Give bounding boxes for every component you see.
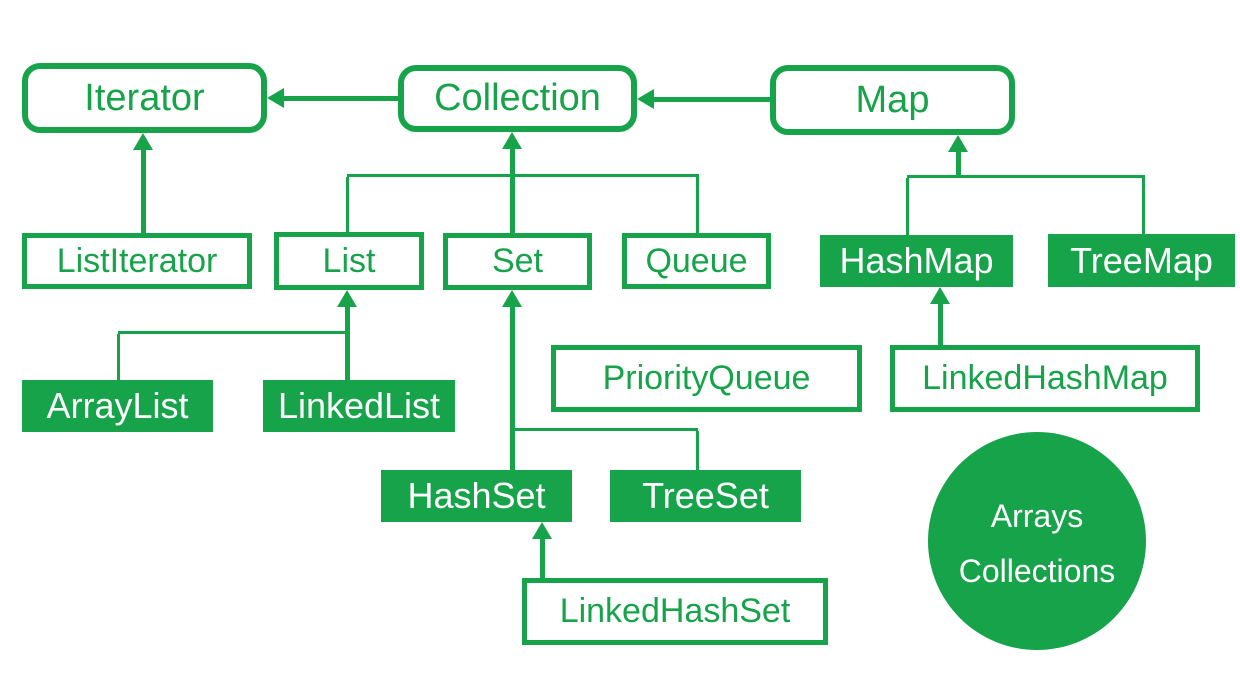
- arrowhead-map-to-collection: [637, 89, 654, 109]
- arrowhead-listiterator-to-iterator: [133, 133, 153, 150]
- node-linked-hash-set: LinkedHashSet: [522, 578, 828, 645]
- node-map: Map: [770, 65, 1015, 135]
- node-iterator: Iterator: [22, 63, 267, 133]
- node-hash-map-label: HashMap: [839, 240, 994, 281]
- node-tree-set-label: TreeSet: [642, 475, 769, 516]
- arrowhead-collection-to-iterator: [267, 88, 284, 108]
- edge-set-children-rail: [512, 428, 698, 431]
- edge-collection-to-iterator: [283, 96, 398, 101]
- edge-rail-to-hashmap: [906, 178, 909, 235]
- edge-rail-to-treemap: [1142, 178, 1145, 234]
- node-array-list: ArrayList: [22, 380, 213, 432]
- edge-linkedlist-to-list-trunk: [345, 306, 350, 380]
- node-iterator-label: Iterator: [84, 76, 205, 119]
- node-hash-set-label: HashSet: [407, 475, 546, 516]
- edge-hashset-to-set-trunk: [510, 306, 515, 470]
- node-array-list-label: ArrayList: [46, 385, 189, 426]
- edge-listiterator-to-iterator: [141, 149, 146, 233]
- node-hash-set: HashSet: [381, 470, 572, 522]
- arrowhead-children-to-set: [502, 290, 522, 307]
- node-map-label: Map: [855, 78, 930, 121]
- edge-map-trunk: [956, 151, 961, 177]
- node-list-label: List: [322, 241, 376, 280]
- node-collection: Collection: [398, 65, 637, 132]
- edge-rail-to-list: [346, 177, 349, 232]
- circle-line-collections: Collections: [958, 553, 1116, 589]
- edge-linkedhashmap-to-hashmap: [938, 303, 943, 345]
- node-linked-hash-map-label: LinkedHashMap: [922, 359, 1168, 397]
- node-linked-list: LinkedList: [263, 380, 455, 432]
- arrowhead-linkedhashmap-to-hashmap: [930, 287, 950, 304]
- arrowhead-children-to-map: [948, 135, 968, 152]
- edge-collection-children-rail: [347, 174, 699, 177]
- node-tree-set: TreeSet: [610, 470, 801, 522]
- node-queue: Queue: [622, 233, 771, 289]
- edge-rail-to-treeset: [696, 431, 699, 470]
- node-hash-map: HashMap: [820, 235, 1013, 287]
- edge-rail-to-arraylist: [117, 334, 120, 380]
- edge-list-children-rail: [118, 331, 348, 334]
- node-list-iterator-label: ListIterator: [56, 241, 218, 280]
- edge-map-children-rail: [907, 175, 1145, 178]
- node-queue-label: Queue: [645, 241, 748, 280]
- node-set: Set: [443, 233, 592, 290]
- node-collection-label: Collection: [434, 77, 601, 119]
- node-tree-map: TreeMap: [1048, 234, 1235, 287]
- node-linked-hash-set-label: LinkedHashSet: [559, 592, 791, 630]
- node-set-label: Set: [491, 242, 544, 280]
- arrowhead-children-to-list: [337, 290, 357, 307]
- node-tree-map-label: TreeMap: [1070, 239, 1213, 281]
- node-linked-list-label: LinkedList: [277, 385, 441, 426]
- edge-map-to-collection: [653, 97, 770, 102]
- node-priority-queue-label: PriorityQueue: [602, 359, 811, 397]
- edge-set-to-collection-trunk: [510, 148, 515, 233]
- circle-line-arrays: Arrays: [990, 498, 1084, 534]
- node-list-iterator: ListIterator: [22, 233, 252, 289]
- edge-linkedhashset-to-hashset: [540, 538, 545, 578]
- node-list: List: [274, 232, 424, 290]
- arrowhead-children-to-collection: [502, 132, 522, 149]
- arrowhead-linkedhashset-to-hashset: [532, 522, 552, 539]
- node-utility-classes-circle: Arrays Collections: [928, 432, 1146, 650]
- edge-rail-to-queue: [696, 177, 699, 233]
- node-linked-hash-map: LinkedHashMap: [890, 345, 1200, 412]
- node-priority-queue: PriorityQueue: [551, 345, 862, 412]
